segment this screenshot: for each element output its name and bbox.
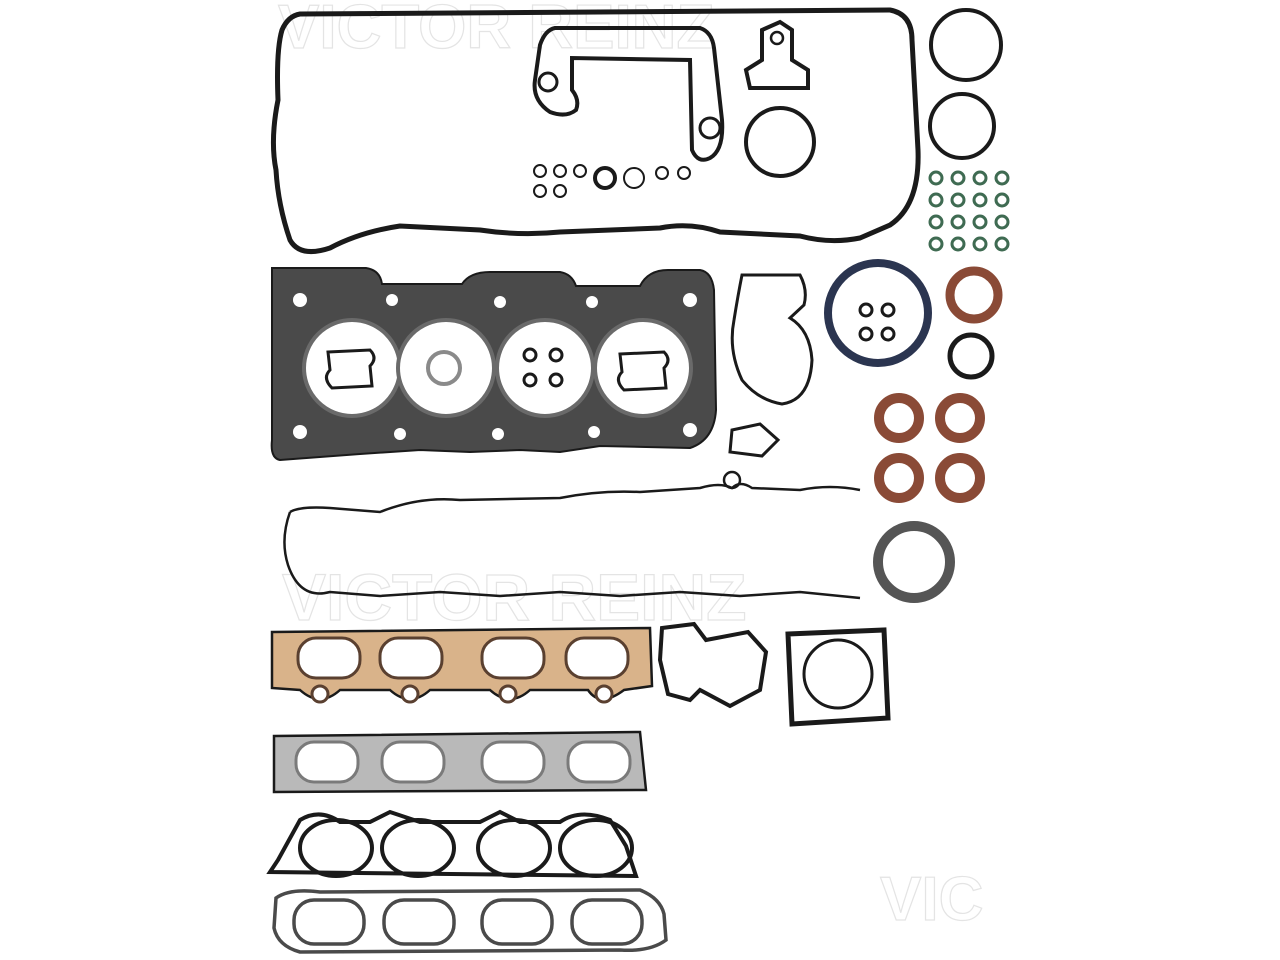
watermark-middle: VICTOR REINZ bbox=[282, 560, 746, 634]
flange-gasket bbox=[728, 422, 781, 458]
bracket-gasket bbox=[743, 19, 810, 90]
valve-cover-gasket bbox=[270, 7, 921, 255]
o-ring-large-1 bbox=[929, 8, 1003, 82]
small-plate-gasket-2 bbox=[617, 350, 670, 392]
exhaust-manifold-gasket bbox=[270, 626, 654, 704]
rear-main-seal bbox=[824, 259, 932, 367]
timing-chain-cover-gasket bbox=[283, 482, 861, 600]
small-seal-rings bbox=[533, 164, 691, 198]
valve-stem-seals bbox=[928, 170, 1010, 252]
ring-seal-tiny bbox=[722, 470, 742, 490]
bolt-ring-icon bbox=[537, 71, 559, 93]
o-ring-large-2 bbox=[928, 92, 996, 160]
o-ring-medium bbox=[947, 332, 995, 380]
cylinder-head-gasket bbox=[270, 267, 718, 462]
bolt-ring-icon bbox=[698, 116, 722, 140]
thermostat-housing-gasket bbox=[657, 621, 769, 709]
small-rings-cyl3 bbox=[522, 347, 564, 388]
watermark-bottom: VIC bbox=[880, 865, 983, 934]
ring-seal bbox=[426, 350, 462, 386]
large-o-ring bbox=[744, 106, 816, 178]
steel-manifold-gasket bbox=[272, 730, 648, 794]
intake-manifold-gasket bbox=[266, 809, 639, 879]
spark-plug-tube-seals bbox=[874, 393, 985, 503]
front-crank-seal bbox=[873, 521, 955, 603]
small-plate-gasket-1 bbox=[325, 348, 376, 390]
timing-cover-gasket bbox=[532, 26, 725, 162]
lower-intake-gasket bbox=[272, 888, 668, 954]
water-pump-gasket bbox=[730, 273, 814, 406]
small-rings-main-seal bbox=[858, 302, 896, 342]
throttle-body-gasket bbox=[785, 627, 891, 727]
cam-seal-small bbox=[945, 266, 1003, 324]
